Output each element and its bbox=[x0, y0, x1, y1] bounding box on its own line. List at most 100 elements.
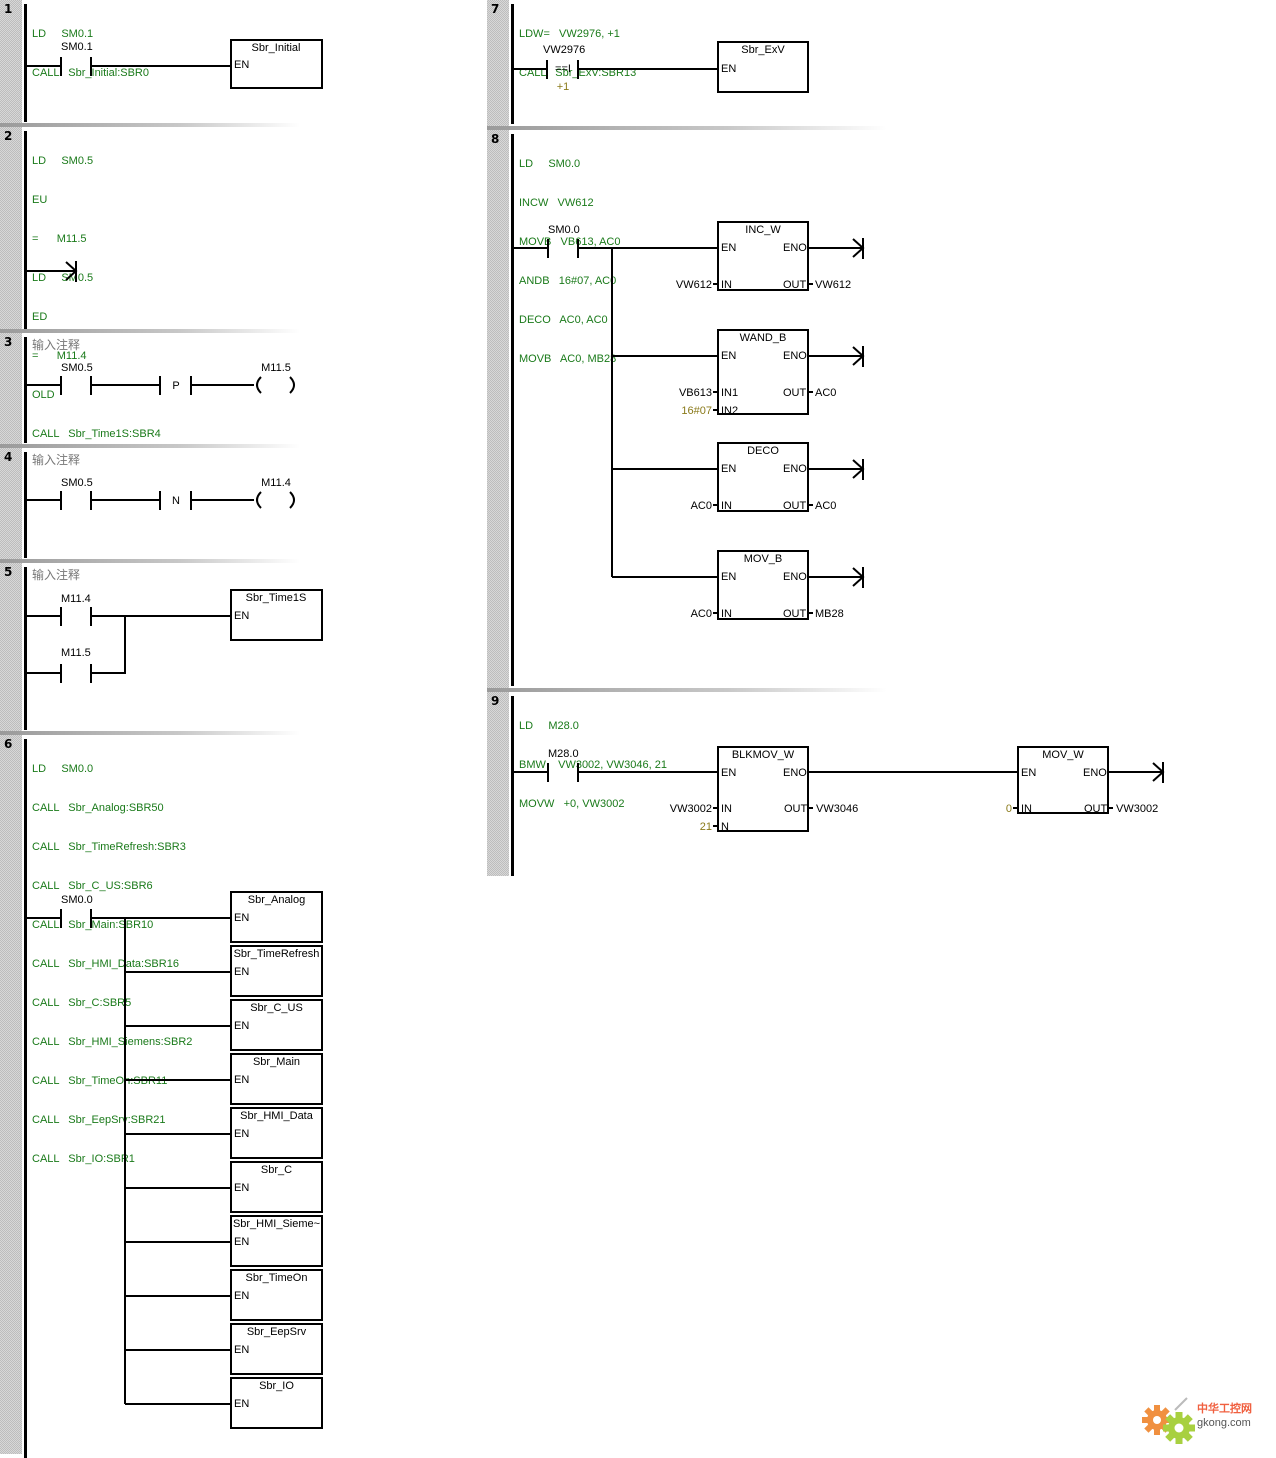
pin-eno: ENO bbox=[783, 463, 807, 475]
edge-label: P bbox=[172, 380, 179, 392]
ladder-diagram: SM0.5 N M11.4 bbox=[27, 477, 295, 510]
network-number: 3 bbox=[4, 335, 13, 349]
blkmov-w-box[interactable] bbox=[717, 746, 809, 832]
input-operand: AC0 bbox=[691, 608, 712, 620]
stl-line: CALL Sbr_TimeRefresh:SBR3 bbox=[32, 841, 186, 853]
stl-listing: LD SM0.0 CALL Sbr_Analog:SBR50 CALL Sbr_… bbox=[32, 737, 192, 1192]
network-number: 6 bbox=[4, 737, 13, 751]
pin-en: EN bbox=[234, 1344, 249, 1356]
network-gutter bbox=[0, 735, 22, 1454]
network-number: 2 bbox=[4, 129, 13, 143]
network-7[interactable]: 7 LDW= VW2976, +1 CALL Sbr_ExV:SBR13 VW2… bbox=[487, 0, 887, 130]
subroutine-box[interactable] bbox=[230, 1215, 323, 1267]
input-operand: VW3002 bbox=[670, 803, 712, 815]
network-comment[interactable]: 输入注释 bbox=[32, 338, 81, 352]
instruction-box[interactable] bbox=[717, 550, 809, 620]
compare-operand2: +1 bbox=[557, 81, 570, 93]
pin-en: EN bbox=[234, 1074, 249, 1086]
output-operand: VW3002 bbox=[1116, 803, 1158, 815]
pin-eno: ENO bbox=[783, 242, 807, 254]
pin-in: IN bbox=[721, 803, 732, 815]
pin-in: IN bbox=[721, 500, 732, 512]
contact-no[interactable] bbox=[60, 491, 92, 510]
subroutine-box[interactable] bbox=[230, 1323, 323, 1375]
network-separator bbox=[0, 731, 300, 735]
network-gutter bbox=[487, 0, 509, 128]
pin-en: EN bbox=[721, 63, 736, 75]
network-8[interactable]: 8 LD SM0.0 INCW VW612 MOVB VB613, AC0 AN… bbox=[487, 130, 887, 692]
pin-in: IN bbox=[721, 608, 732, 620]
network-3[interactable]: 3 输入注释 SM0.5 P M11.5 bbox=[0, 333, 300, 448]
subroutine-box[interactable] bbox=[230, 1161, 323, 1213]
subroutine-box[interactable] bbox=[230, 999, 323, 1051]
subroutine-box[interactable] bbox=[230, 1107, 323, 1159]
network-separator bbox=[0, 559, 300, 563]
stl-line: LD SM0.5 bbox=[32, 272, 94, 284]
subroutine-box[interactable] bbox=[230, 891, 323, 943]
network-1[interactable]: 1 LD SM0.1 CALL Sbr_Initial:SBR0 SM0.1 S… bbox=[0, 0, 323, 127]
box-title: BLKMOV_W bbox=[732, 749, 795, 761]
coil-label: M11.4 bbox=[261, 477, 291, 489]
contact-no[interactable] bbox=[60, 607, 92, 626]
contact-no[interactable] bbox=[547, 239, 579, 258]
network-2[interactable]: 2 LD SM0.5 EU = M11.5 LD SM0.5 ED = M11.… bbox=[0, 127, 300, 440]
stl-line: LD SM0.0 bbox=[519, 158, 581, 170]
network-6[interactable]: 6 LD SM0.0 CALL Sbr_Analog:SBR50 CALL Sb… bbox=[0, 735, 323, 1458]
contact-no[interactable] bbox=[60, 57, 92, 76]
network-gutter bbox=[0, 333, 22, 446]
stl-line: ED bbox=[32, 311, 48, 323]
network-comment[interactable]: 输入注释 bbox=[32, 568, 81, 582]
open-branch-arrow-icon bbox=[1152, 762, 1165, 783]
instruction-box[interactable] bbox=[717, 442, 809, 512]
box-title: WAND_B bbox=[740, 332, 787, 344]
stl-line: LD M28.0 bbox=[519, 720, 579, 732]
ladder-diagram: VW2976 ==I +1 Sbr_ExV EN bbox=[514, 41, 809, 93]
network-gutter bbox=[0, 0, 22, 125]
output-coil[interactable] bbox=[256, 491, 295, 509]
pin-in1: IN1 bbox=[721, 387, 738, 399]
subroutine-box[interactable] bbox=[230, 589, 323, 641]
subroutine-box[interactable] bbox=[230, 945, 323, 997]
output-coil[interactable] bbox=[256, 376, 295, 394]
network-gutter bbox=[0, 127, 22, 331]
instruction-box[interactable] bbox=[717, 221, 809, 291]
contact-no[interactable] bbox=[60, 664, 92, 683]
network-comment[interactable]: 输入注释 bbox=[32, 453, 81, 467]
subroutine-box[interactable] bbox=[230, 1269, 323, 1321]
stl-line: CALL Sbr_C_US:SBR6 bbox=[32, 880, 153, 892]
pin-en: EN bbox=[234, 1236, 249, 1248]
subroutine-box[interactable] bbox=[717, 41, 809, 93]
instruction-box[interactable] bbox=[717, 329, 809, 415]
stl-line: LD SM0.5 bbox=[32, 155, 94, 167]
network-4[interactable]: 4 输入注释 SM0.5 N M11.4 bbox=[0, 448, 300, 563]
subroutine-box[interactable] bbox=[230, 1377, 323, 1429]
pin-out: OUT bbox=[1084, 803, 1108, 815]
power-rail bbox=[511, 134, 514, 686]
stl-line: EU bbox=[32, 194, 48, 206]
contact-label: SM0.1 bbox=[61, 41, 93, 53]
pin-out: OUT bbox=[783, 387, 807, 399]
contact-label: SM0.5 bbox=[61, 362, 93, 374]
pin-en: EN bbox=[234, 610, 249, 622]
pin-en: EN bbox=[234, 1182, 249, 1194]
stl-line: CALL Sbr_Initial:SBR0 bbox=[32, 67, 149, 79]
network-9[interactable]: 9 LD M28.0 BMW VW3002, VW3046, 21 MOVW +… bbox=[487, 692, 1187, 892]
input-constant: 21 bbox=[700, 821, 712, 833]
input-constant: 16#07 bbox=[681, 405, 712, 417]
contact-no[interactable] bbox=[60, 909, 92, 928]
ladder-diagram: SM0.0 Sbr_AnalogENSbr_TimeRefreshENSbr_C… bbox=[27, 891, 323, 1429]
subroutine-box[interactable] bbox=[230, 1053, 323, 1105]
stl-line: BMW VW3002, VW3046, 21 bbox=[519, 759, 667, 771]
gkong-watermark-logo: 中华工控网 gkong.com bbox=[1135, 1390, 1270, 1446]
contact-no[interactable] bbox=[547, 763, 579, 782]
stl-line: MOVW +0, VW3002 bbox=[519, 798, 625, 810]
subroutine-box[interactable] bbox=[230, 39, 323, 89]
network-number: 8 bbox=[491, 132, 500, 146]
contact-no[interactable] bbox=[60, 376, 92, 395]
mov-w-box[interactable] bbox=[1017, 746, 1109, 814]
network-5[interactable]: 5 输入注释 M11.4 M11.5 Sbr_Time1S EN bbox=[0, 563, 323, 735]
stl-line: CALL Sbr_HMI_Data:SBR16 bbox=[32, 958, 179, 970]
box-title: Sbr_IO bbox=[259, 1380, 294, 1392]
stl-line: ANDB 16#07, AC0 bbox=[519, 275, 617, 287]
box-title: Sbr_Initial bbox=[252, 42, 301, 54]
